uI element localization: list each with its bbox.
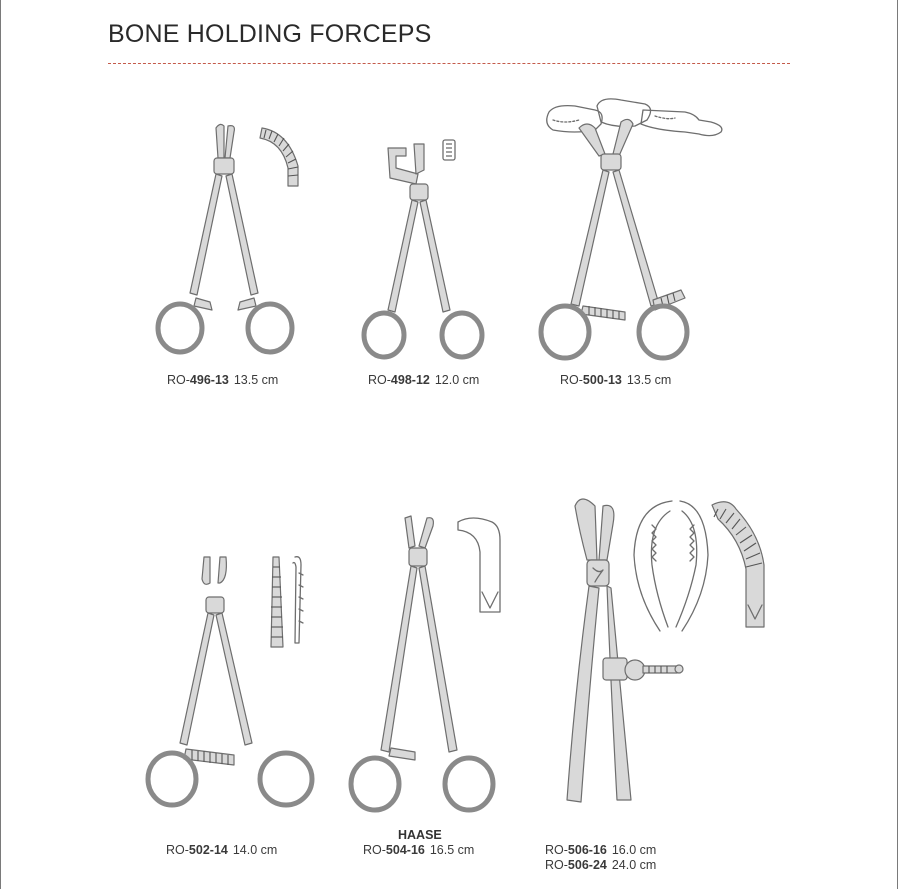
caption-ro-506-24: RO-506-24 24.0 cm xyxy=(545,858,656,872)
jaw-detail-illustration-icon xyxy=(457,517,501,613)
title-divider xyxy=(108,63,790,64)
product-code: 506-16 xyxy=(567,843,607,857)
product-prefix: RO- xyxy=(166,843,189,857)
product-ro-498-12 xyxy=(358,140,498,365)
product-code: 502-14 xyxy=(188,843,228,857)
jaw-detail-496 xyxy=(258,122,308,192)
product-ro-504-16 xyxy=(345,512,496,817)
product-size: 16.5 cm xyxy=(429,843,475,857)
product-prefix: RO- xyxy=(167,373,190,387)
jaw-detail-498 xyxy=(440,138,460,164)
product-size: 24.0 cm xyxy=(611,858,657,872)
product-ro-500-13 xyxy=(535,98,735,368)
jaw-detail-506 xyxy=(630,495,780,635)
product-prefix: RO- xyxy=(363,843,386,857)
forceps-illustration-icon xyxy=(348,515,496,813)
caption-ro-504-16: RO-504-16 16.5 cm xyxy=(363,843,474,857)
product-size: 16.0 cm xyxy=(611,843,657,857)
forceps-illustration-icon xyxy=(566,498,684,803)
forceps-illustration-icon xyxy=(361,143,485,360)
bone-illustration-icon xyxy=(546,98,723,137)
jaw-detail-illustration-icon xyxy=(633,500,765,632)
product-code: 498-12 xyxy=(390,373,430,387)
product-ro-506-16 xyxy=(555,490,695,820)
product-code: 506-24 xyxy=(567,858,607,872)
product-prefix: RO- xyxy=(368,373,391,387)
product-prefix: RO- xyxy=(545,843,568,857)
product-size: 12.0 cm xyxy=(434,373,480,387)
product-size: 13.5 cm xyxy=(233,373,279,387)
ratchet-screw-illustration-icon xyxy=(602,657,684,681)
jaw-detail-504 xyxy=(452,512,512,622)
jaw-detail-illustration-icon xyxy=(259,127,299,187)
caption-ro-498-12: RO-498-12 12.0 cm xyxy=(368,373,479,387)
product-ro-496-13 xyxy=(150,118,310,363)
page-title: BONE HOLDING FORCEPS xyxy=(108,20,432,48)
product-code: 500-13 xyxy=(582,373,622,387)
product-code: 504-16 xyxy=(385,843,425,857)
product-size: 13.5 cm xyxy=(626,373,672,387)
jaw-detail-502 xyxy=(265,553,315,653)
forceps-illustration-icon xyxy=(155,123,295,355)
product-code: 496-13 xyxy=(189,373,229,387)
forceps-illustration-icon xyxy=(145,556,315,808)
caption-ro-496-13: RO-496-13 13.5 cm xyxy=(167,373,278,387)
caption-ro-502-14: RO-502-14 14.0 cm xyxy=(166,843,277,857)
product-ro-502-14 xyxy=(140,553,320,813)
product-prefix: RO- xyxy=(560,373,583,387)
jaw-detail-illustration-icon xyxy=(442,139,456,161)
caption-ro-500-13: RO-500-13 13.5 cm xyxy=(560,373,671,387)
forceps-illustration-icon xyxy=(538,98,723,361)
product-prefix: RO- xyxy=(545,858,568,872)
brand-name-haase: HAASE xyxy=(398,828,442,842)
caption-ro-506-16: RO-506-16 16.0 cm xyxy=(545,843,656,857)
jaw-detail-illustration-icon xyxy=(270,556,304,648)
product-size: 14.0 cm xyxy=(232,843,278,857)
